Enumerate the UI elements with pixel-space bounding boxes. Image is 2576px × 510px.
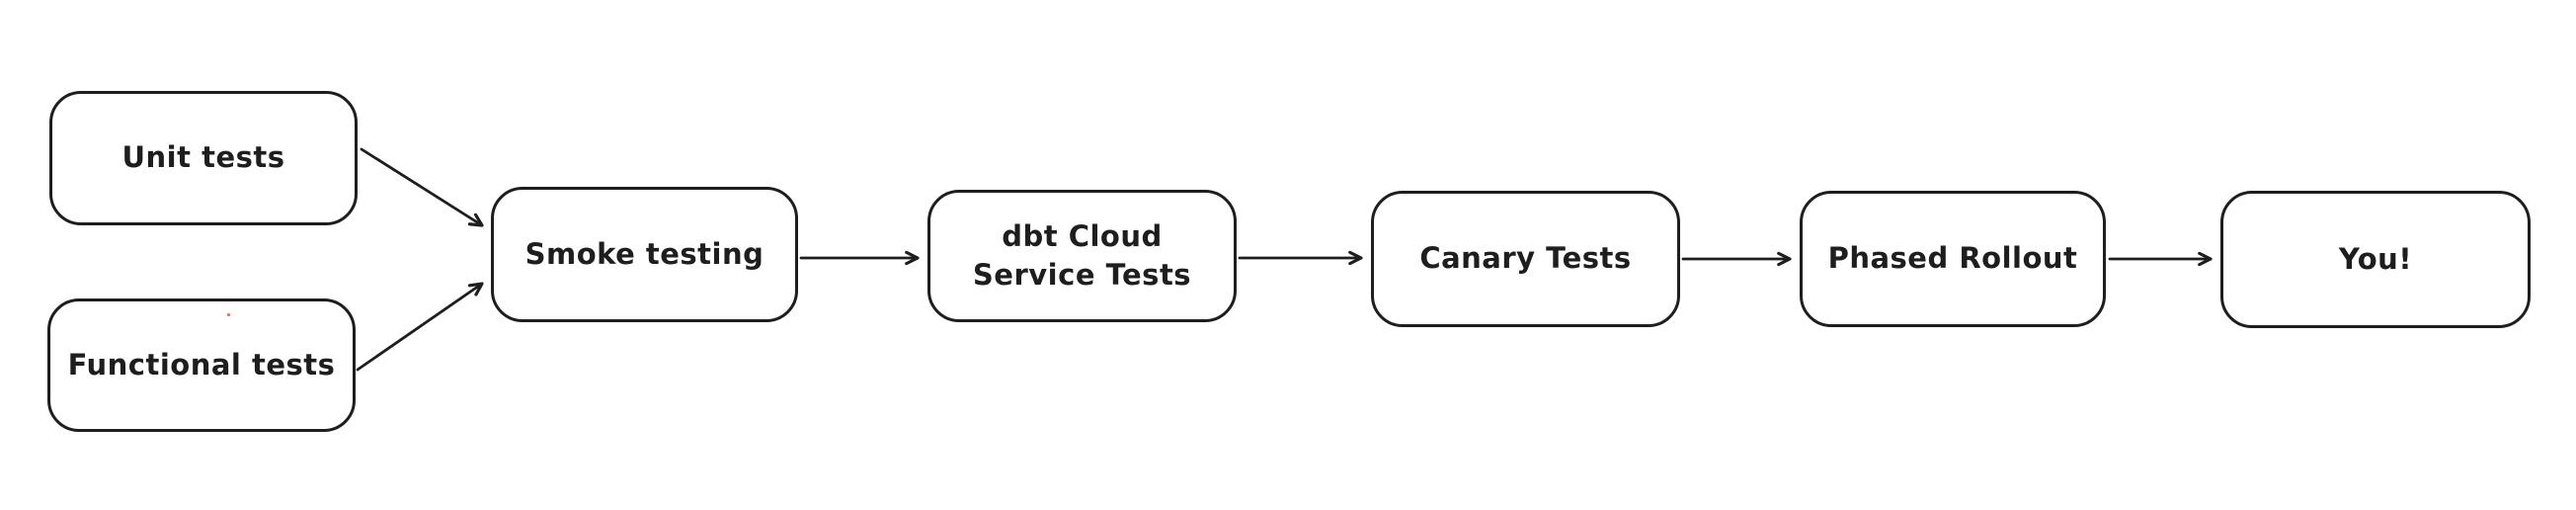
node-you-label: You! — [2338, 241, 2413, 276]
node-smoke-testing-label: Smoke testing — [524, 236, 765, 271]
node-phased-rollout-label: Phased Rollout — [1827, 241, 2078, 276]
edge-unit-tests-to-smoke-testing-arrow — [360, 147, 484, 227]
node-functional-tests-label: Functional tests — [67, 347, 336, 382]
node-phased-rollout: Phased Rollout — [1800, 191, 2106, 327]
node-unit-tests-label: Unit tests — [121, 140, 285, 175]
node-unit-tests: Unit tests — [49, 91, 358, 225]
node-dbt-cloud-service-tests: dbt Cloud Service Tests — [927, 190, 1237, 322]
node-smoke-testing: Smoke testing — [491, 187, 798, 322]
stray-red-dot — [227, 313, 230, 316]
edge-functional-tests-to-smoke-testing-arrow — [356, 282, 484, 372]
node-functional-tests: Functional tests — [47, 298, 356, 432]
node-you: You! — [2220, 191, 2531, 328]
node-canary-tests: Canary Tests — [1371, 191, 1680, 327]
node-dbt-cloud-service-tests-label: dbt Cloud Service Tests — [972, 218, 1192, 292]
node-canary-tests-label: Canary Tests — [1419, 241, 1632, 276]
